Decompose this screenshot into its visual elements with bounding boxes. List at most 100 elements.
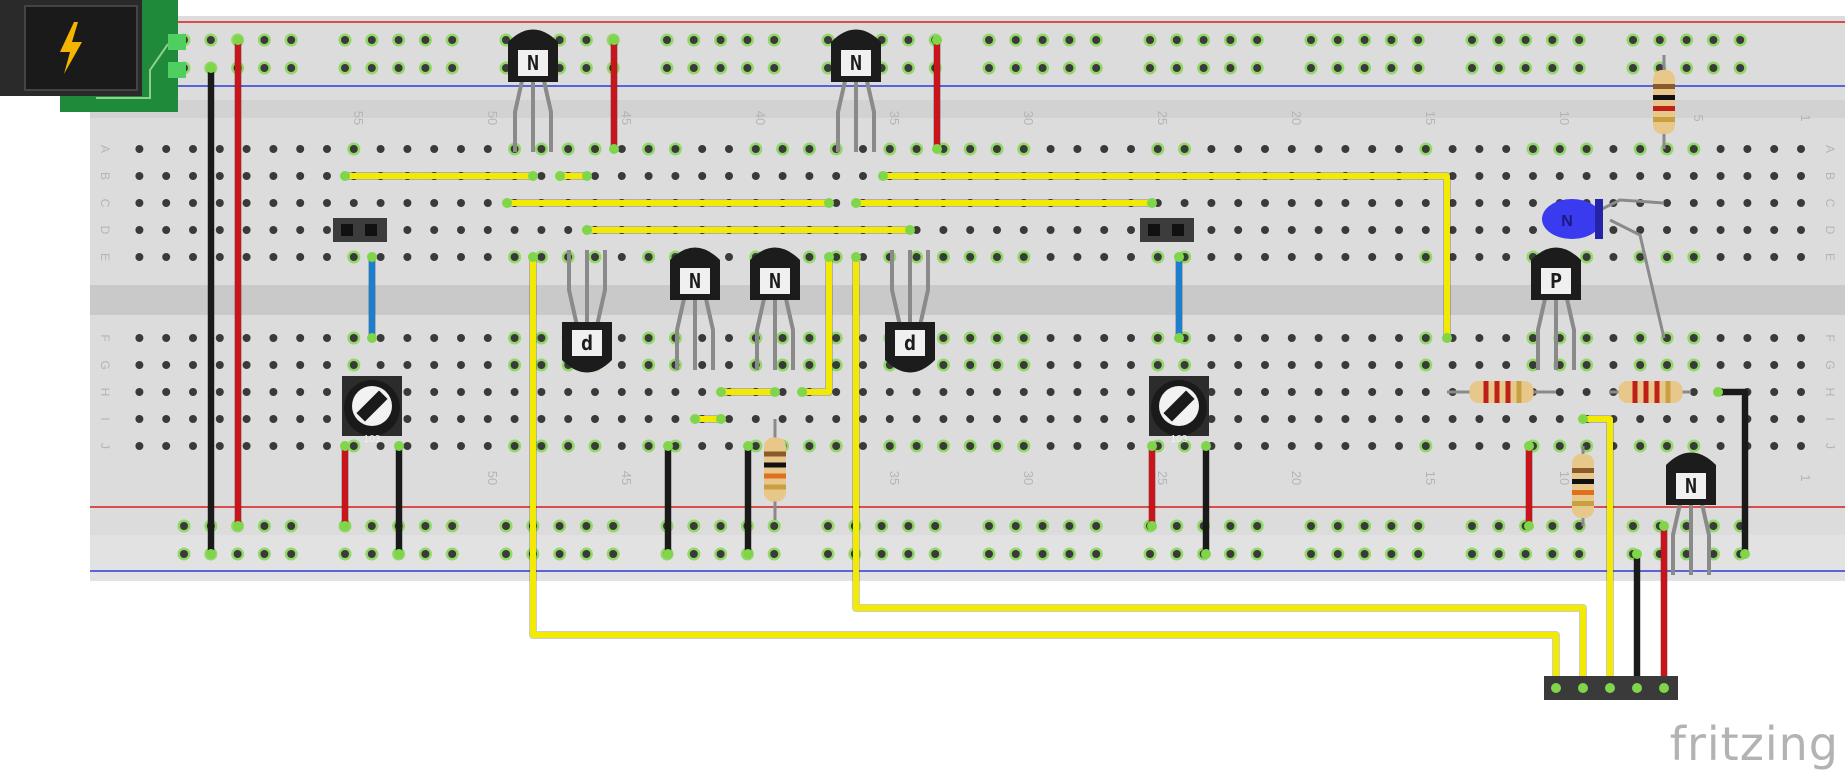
- jumper-block[interactable]: [1140, 218, 1194, 242]
- hole: [448, 522, 457, 530]
- hole: [296, 361, 305, 369]
- hole: [1716, 253, 1725, 261]
- trimmer-potentiometer[interactable]: 103: [1149, 376, 1209, 445]
- hole: [1770, 172, 1779, 180]
- transistor-label: d: [904, 331, 916, 355]
- wire-yellow[interactable]: [1580, 416, 1613, 691]
- hole: [1261, 334, 1269, 342]
- hole: [1421, 145, 1430, 153]
- hole: [1207, 253, 1216, 261]
- jumper-block[interactable]: [333, 218, 387, 242]
- hole: [296, 172, 305, 180]
- hole: [1127, 226, 1135, 234]
- hole: [135, 388, 144, 396]
- hole: [1019, 388, 1028, 396]
- hole: [215, 334, 224, 342]
- hole: [1127, 334, 1135, 342]
- hole: [1333, 64, 1342, 72]
- hole: [1046, 145, 1055, 153]
- hole: [1046, 361, 1055, 369]
- hole: [877, 522, 886, 530]
- transistor-npn[interactable]: N: [670, 247, 720, 371]
- transistor-pnp[interactable]: d: [885, 250, 935, 373]
- transistor-pnp[interactable]: d: [562, 250, 612, 373]
- transistor-leg: [702, 289, 715, 370]
- hole: [966, 361, 975, 369]
- hole: [1395, 226, 1403, 234]
- hole: [323, 361, 331, 369]
- hole: [832, 415, 841, 423]
- transistor-npn[interactable]: N: [1666, 452, 1716, 576]
- hole: [1494, 64, 1503, 72]
- hole: [609, 550, 618, 558]
- pin-header[interactable]: [1544, 676, 1678, 700]
- hole: [1019, 442, 1028, 450]
- wire-yellow-end: [716, 387, 726, 397]
- jumper-pin: [341, 224, 353, 236]
- column-number-top: 55: [351, 111, 366, 125]
- hole: [1682, 64, 1691, 72]
- hole: [260, 36, 269, 44]
- hole: [403, 226, 412, 234]
- hole: [1555, 415, 1564, 423]
- hole: [1414, 64, 1423, 72]
- resistor[interactable]: [1572, 446, 1594, 526]
- resistor[interactable]: [1610, 381, 1691, 403]
- hole: [162, 199, 171, 207]
- hole: [403, 253, 412, 261]
- wire-yellow[interactable]: [880, 173, 1450, 341]
- hole: [617, 334, 626, 342]
- resistor[interactable]: [1447, 381, 1556, 403]
- power-jack[interactable]: [0, 0, 186, 112]
- hole: [1073, 145, 1082, 153]
- jumper-pin: [1148, 224, 1160, 236]
- transistor-leg: [782, 289, 795, 370]
- transistor-npn[interactable]: N: [831, 29, 881, 153]
- hole: [1207, 145, 1216, 153]
- hole: [805, 415, 814, 423]
- transistor-pnp[interactable]: P: [1531, 247, 1581, 371]
- hole: [1555, 442, 1564, 450]
- hole: [162, 172, 171, 180]
- wire-black[interactable]: [1715, 389, 1748, 557]
- resistor[interactable]: [1653, 55, 1675, 149]
- hole: [1234, 226, 1243, 234]
- hole: [1127, 388, 1135, 396]
- hole: [1395, 442, 1403, 450]
- wire-yellow[interactable]: [799, 254, 832, 395]
- hole: [403, 361, 412, 369]
- resistor[interactable]: [764, 419, 786, 520]
- wire-red-end: [1524, 521, 1534, 531]
- transistor-npn[interactable]: N: [750, 247, 800, 371]
- hole: [403, 415, 412, 423]
- hole: [1582, 253, 1591, 261]
- hole: [1655, 64, 1664, 72]
- hole: [1682, 522, 1691, 530]
- hole: [1663, 199, 1671, 207]
- hole: [1019, 226, 1028, 234]
- hole: [1555, 145, 1564, 153]
- trimmer-potentiometer[interactable]: 103: [342, 376, 402, 445]
- hole: [778, 145, 787, 153]
- wire-black-end: [1740, 549, 1750, 559]
- hole: [1475, 199, 1484, 207]
- wire-yellow[interactable]: [530, 254, 1559, 691]
- wire-black-end: [663, 549, 673, 559]
- hole: [617, 145, 626, 153]
- wire-yellow[interactable]: [853, 254, 1586, 691]
- hole: [376, 361, 385, 369]
- row-letter-right: C: [1823, 199, 1837, 208]
- hole: [1011, 64, 1020, 72]
- hole: [1100, 253, 1109, 261]
- hole: [912, 145, 921, 153]
- hole: [1716, 226, 1725, 234]
- wire-yellow-end: [502, 198, 512, 208]
- transistor-leg: [917, 250, 930, 331]
- hole: [1100, 145, 1109, 153]
- led[interactable]: N: [1542, 198, 1666, 339]
- hole: [1153, 145, 1162, 153]
- transistor-npn[interactable]: N: [508, 29, 558, 153]
- hole: [1341, 199, 1350, 207]
